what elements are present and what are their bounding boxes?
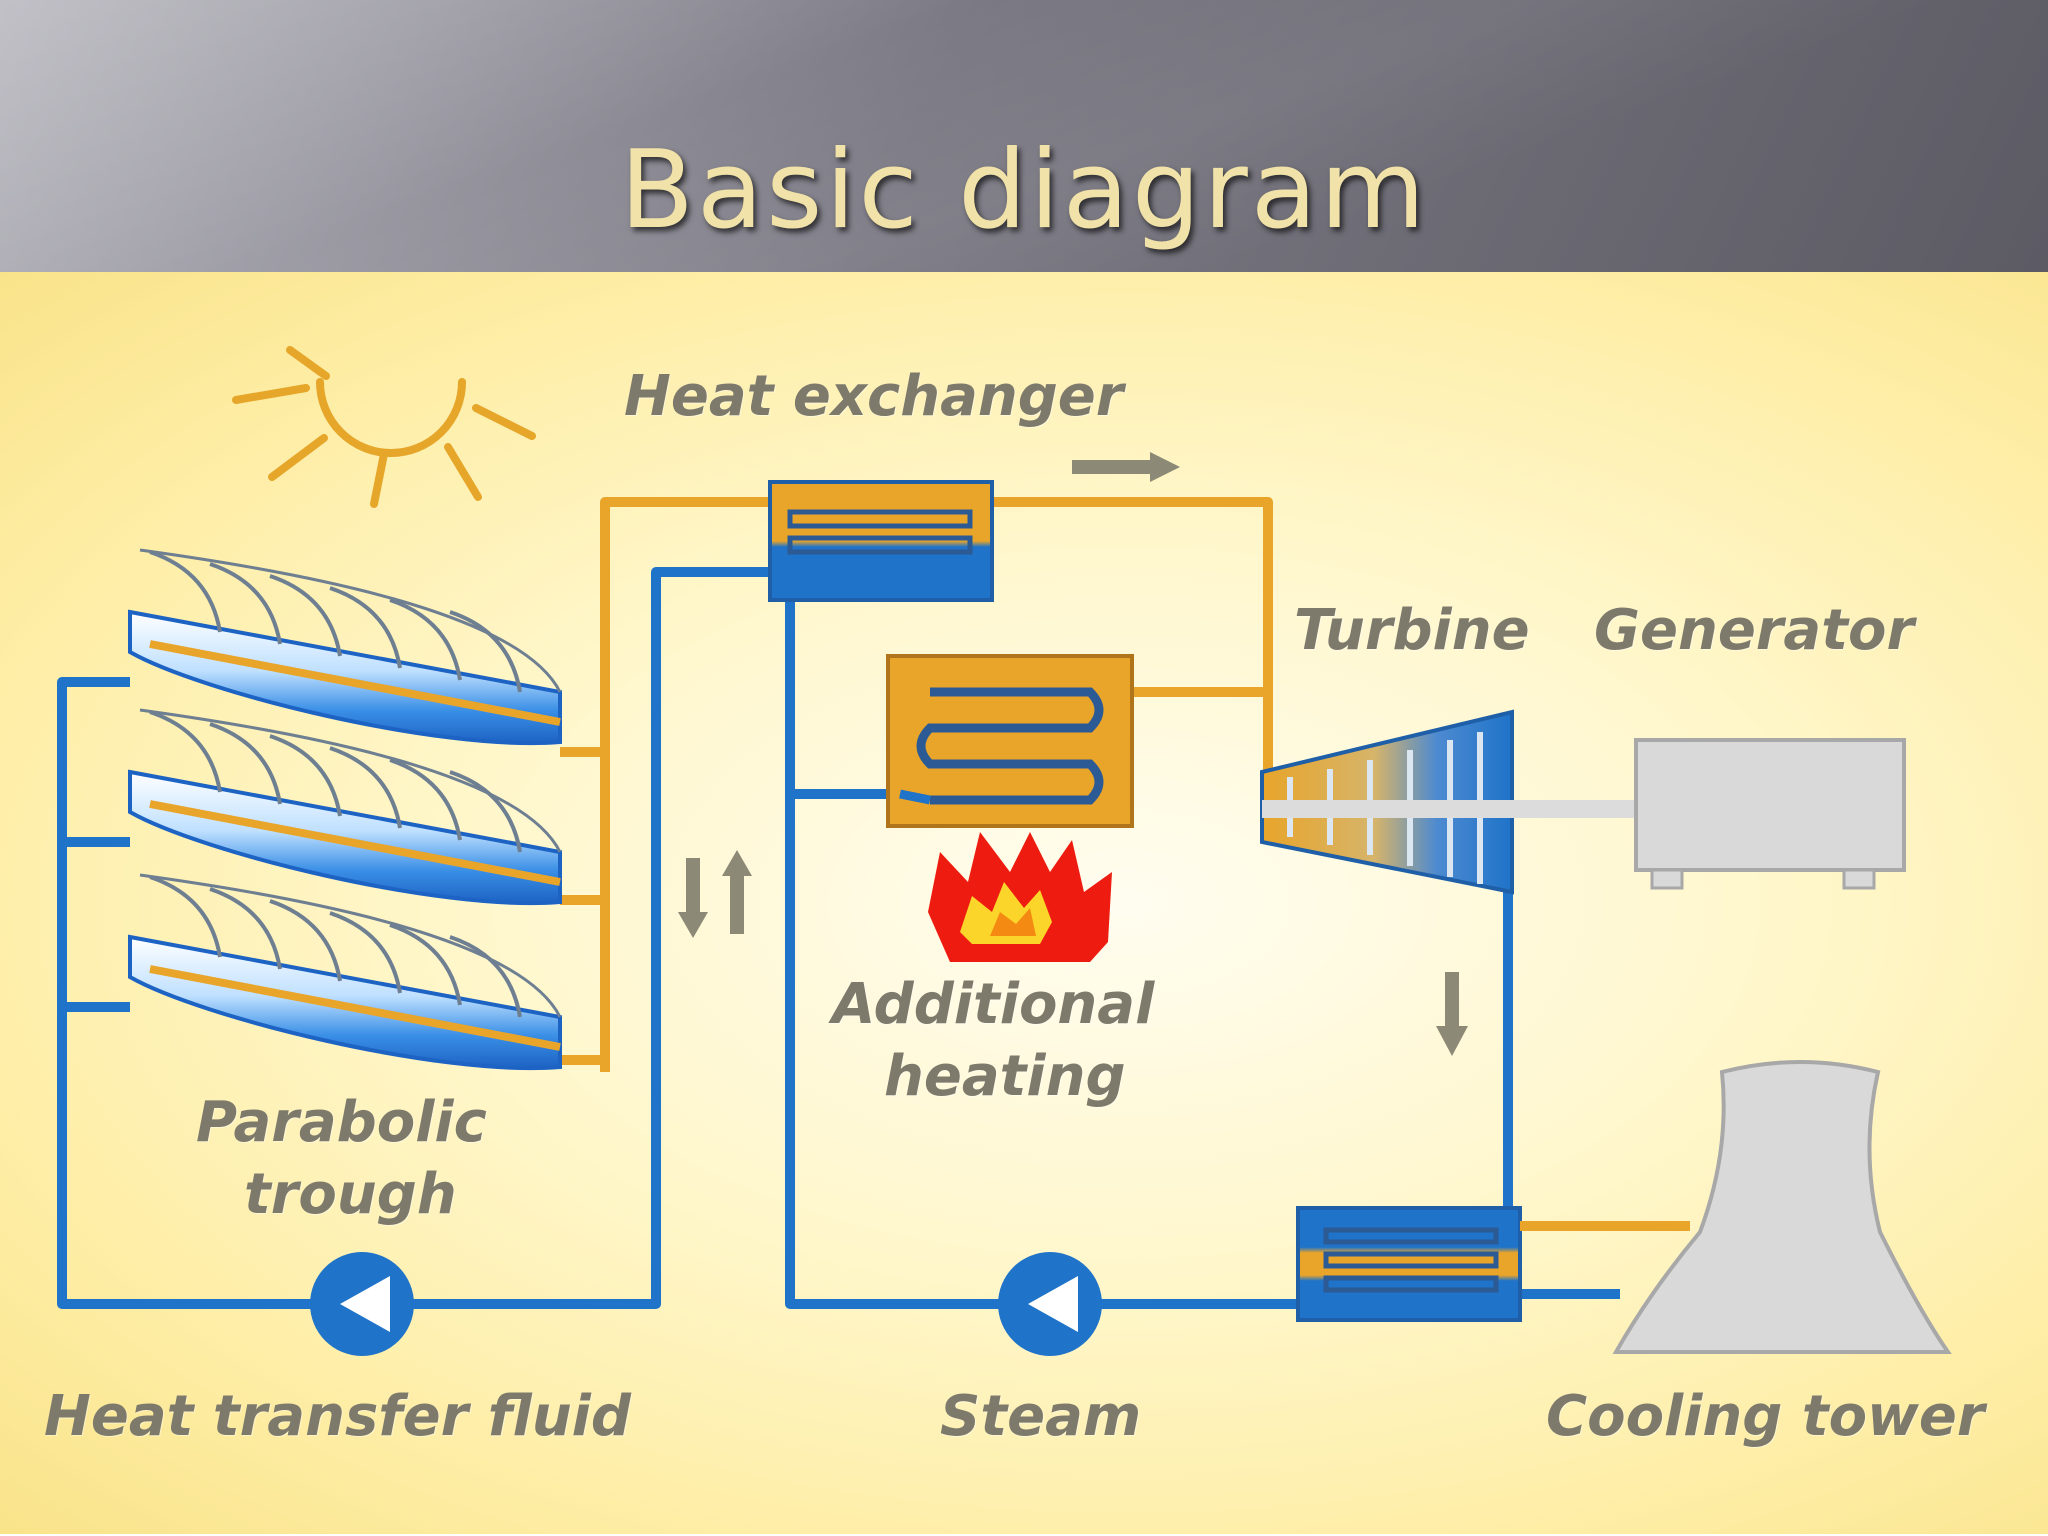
title-bar: Basic diagram: [0, 0, 2048, 274]
parabolic-trough-row-2: [128, 708, 562, 906]
generator: [1634, 738, 1906, 890]
label-parabolic-trough-line-1: Parabolic: [196, 1090, 487, 1155]
condenser: [1296, 1206, 1690, 1322]
sun-icon: [232, 346, 536, 508]
water-pump: [998, 1252, 1102, 1356]
diagram-area: Heat exchanger Turbine Generator Additio…: [0, 272, 2048, 1534]
htf-pump: [310, 1252, 414, 1356]
htf-hot-pipes: [560, 497, 790, 1072]
flame-icon: [928, 832, 1112, 962]
csp-plant-diagram: [57, 346, 1952, 1356]
label-additional-heating-line-2: heating: [884, 1044, 1126, 1109]
label-steam: Steam: [940, 1384, 1142, 1449]
label-heat-exchanger: Heat exchanger: [624, 364, 1124, 429]
label-turbine: Turbine: [1294, 598, 1530, 663]
slide-title: Basic diagram: [619, 128, 1429, 253]
label-parabolic-trough-line-2: trough: [244, 1162, 457, 1227]
parabolic-trough-row-3: [128, 873, 562, 1071]
heat-exchanger: [768, 480, 994, 602]
steam-hot-pipes: [990, 497, 1273, 772]
flow-arrow-right-icon: [1072, 452, 1180, 482]
label-cooling-tower: Cooling tower: [1546, 1384, 1985, 1449]
parabolic-trough-row-1: [128, 548, 562, 746]
label-heat-transfer-fluid: Heat transfer fluid: [44, 1384, 631, 1449]
title-bar-sheen: [0, 0, 2048, 272]
label-additional-heating-line-1: Additional: [832, 972, 1155, 1037]
additional-heater: [886, 654, 1134, 828]
flow-arrow-down-icon: [1436, 972, 1468, 1056]
turbine: [1260, 709, 1642, 895]
cooling-tower: [1612, 1060, 1952, 1354]
label-generator: Generator: [1594, 598, 1915, 663]
bidirectional-arrow-icon: [678, 850, 752, 938]
